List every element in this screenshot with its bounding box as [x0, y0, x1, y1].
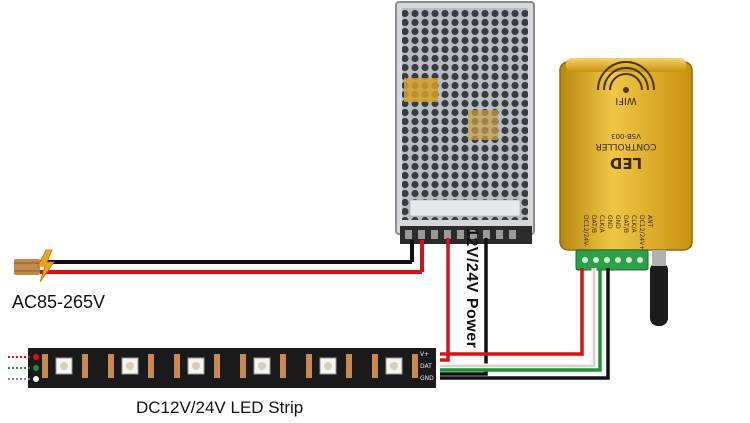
controller-terminal-labels: ANTDC12/24V+CLK/ADAT/BGNDGNDCLK/ADAT/BDC… [582, 215, 653, 250]
controller-terminal-label: ANT [646, 215, 653, 228]
strip-copper-pad [240, 354, 246, 378]
strip-pad-label: DAT [420, 363, 432, 370]
controller-terminal-label: GND [614, 215, 621, 229]
strip-copper-pad [280, 354, 286, 378]
led-chip-core [126, 362, 134, 370]
ac-input-label: AC85-265V [12, 292, 106, 312]
led-chip-core [324, 362, 332, 370]
led-controller: WIFI VSB-003 CONTROLLER LED ANTDC12/24V+… [559, 58, 693, 326]
controller-terminal-label: DAT/B [622, 215, 629, 233]
led-chip-core [258, 362, 266, 370]
power-output-label: 12V/24V Power [463, 228, 480, 349]
power-supply [395, 1, 535, 244]
wifi-icon [597, 61, 655, 93]
led-strip: V+ DAT GND [8, 348, 436, 388]
ac-input-cable [14, 240, 424, 283]
antenna [650, 262, 668, 326]
controller-brand: LED [610, 154, 642, 172]
strip-copper-pad [108, 354, 114, 378]
led-chip-core [390, 362, 398, 370]
psu-output-wires [440, 238, 488, 376]
controller-subtext: CONTROLLER [596, 141, 657, 151]
led-strip-label: DC12V/24V LED Strip [136, 398, 304, 417]
controller-terminal-label: CLK/A [630, 215, 637, 233]
controller-terminal-block [575, 249, 649, 271]
strip-copper-pad [82, 354, 88, 378]
lightning-icon [37, 249, 55, 283]
strip-copper-pad [148, 354, 154, 378]
controller-terminal-label: CLK/A [598, 215, 605, 233]
controller-terminal-label: DAT/B [590, 215, 597, 233]
strip-pad-label: V+ [420, 351, 429, 358]
controller-terminal-label: DC12/24V- [582, 215, 589, 247]
led-chip-core [60, 362, 68, 370]
strip-copper-pad [42, 354, 48, 378]
strip-copper-pad [174, 354, 180, 378]
controller-output-wires [440, 268, 610, 380]
controller-terminal-label: DC12/24V+ [638, 215, 645, 250]
strip-copper-pad [372, 354, 378, 378]
led-chip-core [192, 362, 200, 370]
strip-copper-pad [412, 354, 418, 378]
controller-wifi-text: WIFI [615, 95, 637, 106]
strip-copper-pad [214, 354, 220, 378]
controller-model: VSB-003 [611, 132, 641, 140]
controller-terminal-label: GND [606, 215, 613, 229]
strip-pad-label: GND [420, 375, 434, 382]
strip-leds [42, 354, 418, 378]
strip-copper-pad [306, 354, 312, 378]
strip-copper-pad [346, 354, 352, 378]
